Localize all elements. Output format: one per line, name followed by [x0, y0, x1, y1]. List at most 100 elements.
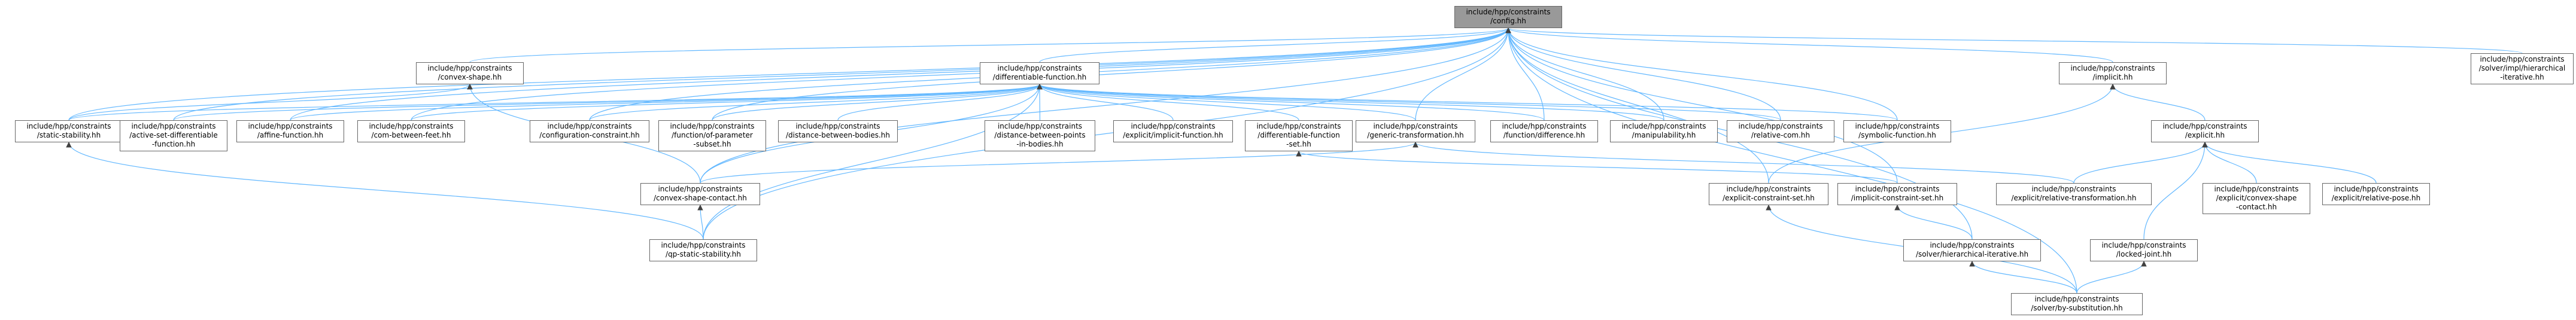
- node-explicit-constraint-set[interactable]: include/hpp/constraints/explicit-constra…: [1709, 183, 1828, 205]
- node-distance-between-points-in-bodies[interactable]: include/hpp/constraints/distance-between…: [985, 120, 1095, 151]
- node-label: include/hpp/constraints: [2034, 295, 2119, 303]
- dependency-edge: [1037, 84, 1545, 121]
- node-label: include/hpp/constraints: [661, 241, 746, 249]
- node-label: /locked-joint.hh: [2116, 250, 2172, 258]
- node-label: include/hpp/constraints: [131, 122, 216, 130]
- node-label: /active-set-differentiable: [129, 131, 218, 139]
- node-label: -contact.hh: [2235, 203, 2277, 211]
- node-solver-impl-hierarchical-iterative[interactable]: include/hpp/constraints/solver/impl/hier…: [2471, 53, 2574, 84]
- node-label: /function/of-parameter: [672, 131, 753, 139]
- dependency-edge: [1505, 28, 2077, 294]
- dependency-edge: [1505, 28, 1545, 121]
- dependency-edge: [1039, 28, 1511, 63]
- node-label: include/hpp/constraints: [2480, 55, 2565, 63]
- node-label: -set.hh: [1286, 140, 1311, 148]
- node-differentiable-function[interactable]: include/hpp/constraints/differentiable-f…: [980, 62, 1099, 84]
- dependency-edge: [697, 205, 704, 240]
- dependency-edge: [1037, 84, 1781, 121]
- node-relative-com[interactable]: include/hpp/constraints/relative-com.hh: [1727, 120, 1834, 142]
- node-label: include/hpp/constraints: [795, 122, 880, 130]
- node-label: include/hpp/constraints: [1621, 122, 1706, 130]
- dependency-edge: [1296, 151, 1898, 184]
- node-label: include/hpp/constraints: [658, 185, 743, 193]
- node-configuration-constraint[interactable]: include/hpp/constraints/configuration-co…: [530, 120, 649, 142]
- dependency-edge: [173, 28, 1511, 121]
- node-convex-shape[interactable]: include/hpp/constraints/convex-shape.hh: [416, 62, 524, 84]
- dependency-edge: [68, 84, 473, 121]
- dependency-edge: [1505, 28, 1898, 121]
- node-label: include/hpp/constraints: [997, 64, 1082, 72]
- node-label: include/hpp/constraints: [2101, 241, 2186, 249]
- dependency-edge: [589, 84, 1043, 121]
- dependency-edge: [2143, 142, 2208, 240]
- node-label: /explicit/implicit-function.hh: [1123, 131, 1223, 139]
- node-function-difference[interactable]: include/hpp/constraints/function/differe…: [1490, 120, 1598, 142]
- node-label: /explicit/convex-shape: [2216, 194, 2297, 202]
- dependency-edge: [411, 28, 1511, 121]
- node-qp-static-stability[interactable]: include/hpp/constraints/qp-static-stabil…: [649, 239, 757, 261]
- node-implicit-constraint-set[interactable]: include/hpp/constraints/implicit-constra…: [1837, 183, 1957, 205]
- dependency-edge: [700, 142, 1418, 184]
- node-label: /relative-com.hh: [1751, 131, 1811, 139]
- node-convex-shape-contact[interactable]: include/hpp/constraints/convex-shape-con…: [640, 183, 760, 205]
- node-implicit[interactable]: include/hpp/constraints/implicit.hh: [2059, 62, 2167, 84]
- node-label: /symbolic-function.hh: [1858, 131, 1936, 139]
- node-label: -in-bodies.hh: [1016, 140, 1064, 148]
- dependency-edge: [1037, 84, 1299, 121]
- node-active-set-differentiable-function[interactable]: include/hpp/constraints/active-set-diffe…: [120, 120, 227, 151]
- dependency-edge: [1505, 28, 1898, 184]
- node-label: include/hpp/constraints: [1855, 185, 1940, 193]
- node-solver-hierarchical-iterative[interactable]: include/hpp/constraints/solver/hierarchi…: [1903, 239, 2041, 261]
- node-label: include/hpp/constraints: [427, 64, 512, 72]
- node-label: include/hpp/constraints: [2162, 122, 2247, 130]
- node-label: include/hpp/constraints: [1726, 185, 1811, 193]
- node-config[interactable]: include/hpp/constraints/config.hh: [1454, 6, 1562, 28]
- node-explicit[interactable]: include/hpp/constraints/explicit.hh: [2151, 120, 2259, 142]
- node-explicit-relative-transformation[interactable]: include/hpp/constraints/explicit/relativ…: [1996, 183, 2152, 205]
- dependency-edge: [290, 84, 1043, 121]
- dependency-edge: [68, 84, 1043, 121]
- node-function-of-parameter-subset[interactable]: include/hpp/constraints/function/of-para…: [658, 120, 766, 151]
- node-explicit-implicit-function[interactable]: include/hpp/constraints/explicit/implici…: [1113, 120, 1233, 142]
- node-com-between-feet[interactable]: include/hpp/constraints/com-between-feet…: [357, 120, 465, 142]
- node-manipulability[interactable]: include/hpp/constraints/manipulability.h…: [1610, 120, 1718, 142]
- dependency-edge: [1505, 28, 1664, 121]
- dependency-edge: [2073, 142, 2208, 184]
- node-label: include/hpp/constraints: [1930, 241, 2015, 249]
- dependency-edge: [290, 28, 1511, 121]
- node-label: include/hpp/constraints: [547, 122, 632, 130]
- dependency-edge: [837, 84, 1043, 121]
- node-affine-function[interactable]: include/hpp/constraints/affine-function.…: [236, 120, 344, 142]
- node-label: -function.hh: [151, 140, 196, 148]
- dependency-edge: [2202, 142, 2377, 184]
- dependency-edge: [1412, 142, 2074, 184]
- node-label: include/hpp/constraints: [369, 122, 454, 130]
- node-label: /explicit-constraint-set.hh: [1723, 194, 1815, 202]
- node-locked-joint[interactable]: include/hpp/constraints/locked-joint.hh: [2090, 239, 2198, 261]
- node-label: /solver/by-substitution.hh: [2031, 304, 2123, 312]
- dependency-edge: [1037, 84, 1174, 121]
- node-solver-by-substitution[interactable]: include/hpp/constraints/solver/by-substi…: [2011, 293, 2143, 315]
- dependency-edge: [1505, 28, 1781, 121]
- node-label: include/hpp/constraints: [1256, 122, 1341, 130]
- node-static-stability[interactable]: include/hpp/constraints/static-stability…: [15, 120, 123, 142]
- node-label: /com-between-feet.hh: [371, 131, 451, 139]
- node-label: /affine-function.hh: [257, 131, 324, 139]
- node-label: /config.hh: [1490, 17, 1526, 25]
- node-label: include/hpp/constraints: [1738, 122, 1823, 130]
- dependency-edge: [173, 84, 1043, 121]
- node-label: /generic-transformation.hh: [1367, 131, 1464, 139]
- node-label: include/hpp/constraints: [1466, 8, 1551, 16]
- node-explicit-relative-pose[interactable]: include/hpp/constraints/explicit/relativ…: [2322, 183, 2430, 205]
- dependency-edge: [1505, 28, 2113, 63]
- dependency-edge: [469, 28, 1511, 63]
- node-explicit-convex-shape-contact[interactable]: include/hpp/constraints/explicit/convex-…: [2203, 183, 2310, 214]
- dependency-edge: [1894, 205, 1973, 240]
- node-symbolic-function[interactable]: include/hpp/constraints/symbolic-functio…: [1843, 120, 1951, 142]
- node-label: /configuration-constraint.hh: [539, 131, 640, 139]
- node-generic-transformation[interactable]: include/hpp/constraints/generic-transfor…: [1356, 120, 1475, 142]
- node-distance-between-bodies[interactable]: include/hpp/constraints/distance-between…: [778, 120, 898, 142]
- node-differentiable-function-set[interactable]: include/hpp/constraints/differentiable-f…: [1245, 120, 1353, 151]
